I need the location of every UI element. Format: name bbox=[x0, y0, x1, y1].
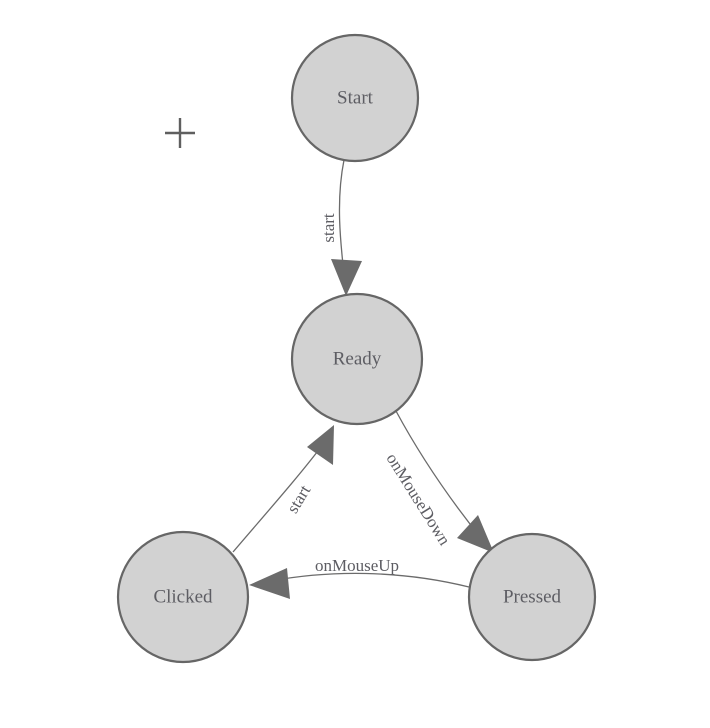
edge-clicked-to-ready[interactable]: start bbox=[232, 425, 334, 553]
arrowhead-clicked-to-ready bbox=[307, 425, 334, 465]
node-start-circle bbox=[290, 33, 420, 163]
crosshair-icon[interactable] bbox=[165, 118, 195, 148]
edge-label-start-to-ready: start bbox=[319, 213, 338, 243]
node-pressed-circle bbox=[467, 532, 597, 662]
edge-label-ready-to-pressed: onMouseDown bbox=[383, 450, 455, 549]
edge-pressed-to-clicked[interactable]: onMouseUp bbox=[249, 556, 470, 599]
node-ready-label: Ready bbox=[333, 348, 382, 369]
node-layer: Start Ready Clicked Pressed bbox=[116, 33, 597, 664]
edge-ready-to-pressed[interactable]: onMouseDown bbox=[383, 410, 494, 553]
node-clicked-label: Clicked bbox=[153, 586, 213, 607]
node-clicked-circle bbox=[116, 530, 250, 664]
node-pressed[interactable]: Pressed bbox=[467, 532, 597, 662]
arrowhead-pressed-to-clicked bbox=[249, 568, 290, 599]
node-pressed-label: Pressed bbox=[503, 586, 562, 607]
arrowhead-start-to-ready bbox=[331, 259, 362, 296]
node-clicked[interactable]: Clicked bbox=[116, 530, 250, 664]
arrowhead-ready-to-pressed bbox=[457, 515, 494, 553]
node-ready[interactable]: Ready bbox=[290, 292, 424, 426]
node-start-label: Start bbox=[337, 87, 374, 108]
edge-path-pressed-to-clicked bbox=[270, 572, 470, 588]
node-start[interactable]: Start bbox=[290, 33, 420, 163]
edge-label-pressed-to-clicked: onMouseUp bbox=[315, 556, 399, 575]
edge-label-clicked-to-ready: start bbox=[283, 482, 315, 517]
edge-path-clicked-to-ready bbox=[232, 442, 325, 553]
edge-start-to-ready[interactable]: start bbox=[319, 159, 362, 296]
node-ready-circle bbox=[290, 292, 424, 426]
